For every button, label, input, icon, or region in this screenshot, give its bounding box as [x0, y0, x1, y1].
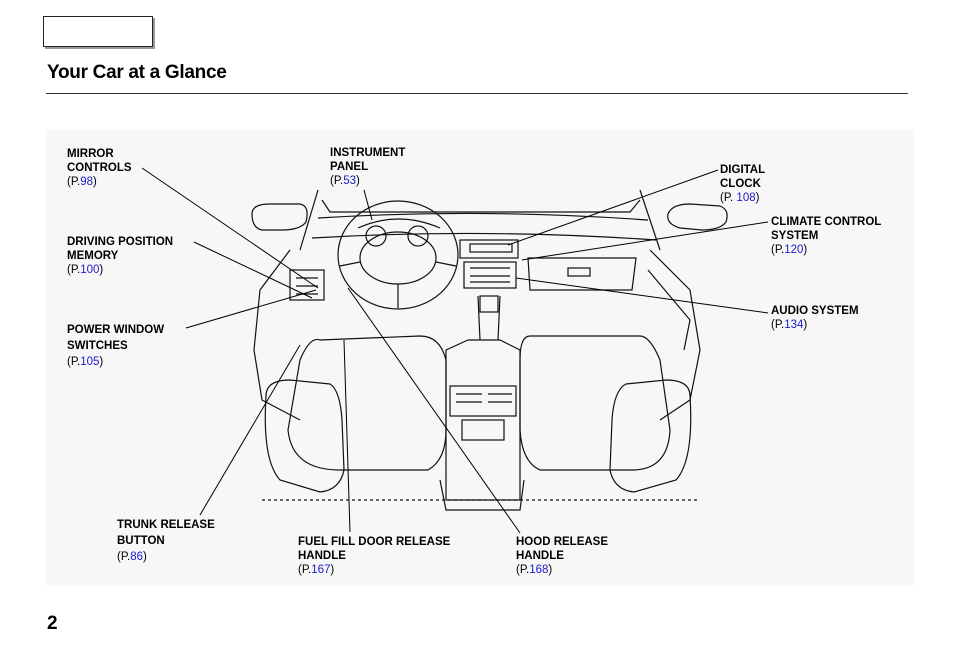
page-ref: (P.168): [516, 563, 608, 577]
ref-prefix: (P.: [67, 356, 81, 368]
page-ref: (P.53): [330, 174, 405, 188]
label-line: HANDLE: [298, 550, 346, 562]
label-line: FUEL FILL DOOR RELEASE: [298, 536, 451, 548]
page-ref: (P. 108): [720, 191, 765, 205]
page-ref: (P.105): [67, 354, 164, 370]
label-line: DRIVING POSITION: [67, 236, 174, 248]
label-line: AUDIO SYSTEM: [771, 305, 859, 317]
page-ref: (P.120): [771, 243, 881, 257]
page-link[interactable]: 53: [343, 175, 357, 187]
ref-suffix: ): [755, 192, 760, 204]
label-line: SYSTEM: [771, 230, 819, 242]
ref-prefix: (P.: [298, 564, 312, 576]
label-line: CONTROLS: [67, 162, 132, 174]
page-ref: (P.100): [67, 263, 173, 277]
ref-prefix: (P.: [516, 564, 530, 576]
label-line: MEMORY: [67, 250, 119, 262]
page-link[interactable]: 168: [529, 564, 549, 576]
label-line: HOOD RELEASE: [516, 536, 609, 548]
ref-suffix: ): [803, 244, 808, 256]
ref-suffix: ): [548, 564, 553, 576]
page-link[interactable]: 108: [736, 192, 756, 204]
label-line: BUTTON: [117, 535, 165, 547]
ref-suffix: ): [143, 551, 147, 563]
page-ref: (P.134): [771, 318, 859, 332]
label-line: HANDLE: [516, 550, 564, 562]
page-number: 2: [47, 613, 58, 634]
ref-prefix: (P.: [67, 264, 81, 276]
page-ref: (P.98): [67, 175, 132, 189]
label-driving-position-memory: DRIVING POSITION MEMORY (P.100): [67, 235, 173, 277]
label-fuel-fill-door-release: FUEL FILL DOOR RELEASE HANDLE (P.167): [298, 535, 450, 577]
page-link[interactable]: 105: [80, 356, 100, 368]
ref-prefix: (P.: [720, 192, 737, 204]
ref-suffix: ): [330, 564, 335, 576]
ref-prefix: (P.: [330, 175, 344, 187]
label-line: SWITCHES: [67, 340, 128, 352]
page-link[interactable]: 167: [311, 564, 331, 576]
title-divider: [46, 93, 908, 94]
label-mirror-controls: MIRROR CONTROLS (P.98): [67, 147, 132, 189]
ref-prefix: (P.: [771, 244, 785, 256]
ref-prefix: (P.: [771, 319, 785, 331]
label-power-window-switches: POWER WINDOW SWITCHES (P.105): [67, 322, 164, 370]
nav-tab-box[interactable]: [43, 16, 153, 47]
label-line: CLOCK: [720, 178, 761, 190]
page-link[interactable]: 98: [80, 176, 94, 188]
label-line: CLIMATE CONTROL: [771, 216, 882, 228]
page-link[interactable]: 86: [130, 551, 144, 563]
label-line: POWER WINDOW: [67, 324, 165, 336]
label-line: INSTRUMENT: [330, 147, 406, 159]
ref-suffix: ): [93, 176, 97, 188]
page-ref: (P.86): [117, 549, 215, 565]
label-instrument-panel: INSTRUMENT PANEL (P.53): [330, 146, 405, 188]
label-audio-system: AUDIO SYSTEM (P.134): [771, 304, 859, 332]
page-link[interactable]: 100: [80, 264, 100, 276]
label-line: TRUNK RELEASE: [117, 519, 215, 531]
ref-suffix: ): [803, 319, 808, 331]
label-climate-control: CLIMATE CONTROL SYSTEM (P.120): [771, 215, 881, 257]
ref-suffix: ): [99, 264, 104, 276]
page-link[interactable]: 120: [784, 244, 804, 256]
ref-prefix: (P.: [67, 176, 81, 188]
ref-suffix: ): [356, 175, 360, 187]
label-trunk-release-button: TRUNK RELEASE BUTTON (P.86): [117, 517, 215, 565]
label-digital-clock: DIGITAL CLOCK (P. 108): [720, 163, 765, 205]
label-line: DIGITAL: [720, 164, 766, 176]
label-line: PANEL: [330, 161, 369, 173]
page-link[interactable]: 134: [784, 319, 804, 331]
ref-suffix: ): [99, 356, 104, 368]
ref-prefix: (P.: [117, 551, 131, 563]
label-hood-release-handle: HOOD RELEASE HANDLE (P.168): [516, 535, 608, 577]
page-ref: (P.167): [298, 563, 450, 577]
page-title: Your Car at a Glance: [47, 62, 227, 83]
label-line: MIRROR: [67, 148, 114, 160]
